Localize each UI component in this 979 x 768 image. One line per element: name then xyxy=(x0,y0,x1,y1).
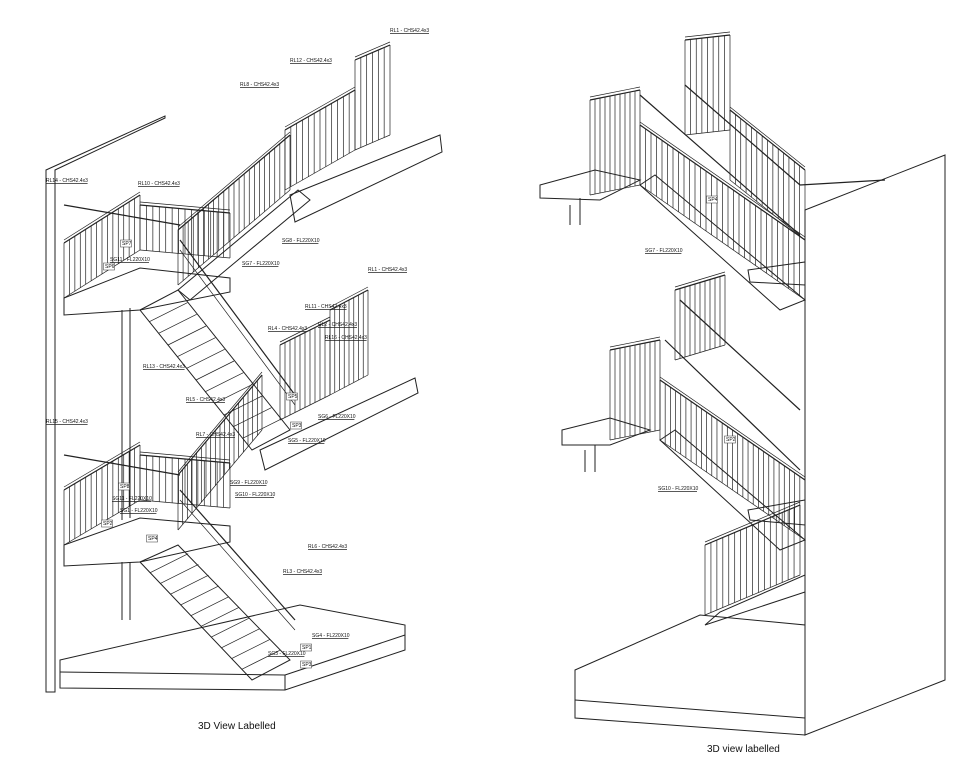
callout-label: SP2 xyxy=(103,521,113,527)
callout-label: RL2 - CHS42.4x3 xyxy=(318,322,357,328)
left-view-caption: 3D View Labelled xyxy=(198,721,276,732)
callout-label: RL11 - CHS42.4x3 xyxy=(305,304,347,310)
callout-label: SG8 - FL220X10 xyxy=(282,238,320,244)
callout-label: SP3 xyxy=(292,423,302,429)
callout-label: RL12 - CHS42.4x3 xyxy=(290,58,332,64)
callout-label: SG4 - FL220X10 xyxy=(312,633,350,639)
right-3d-view xyxy=(539,31,946,736)
callout-label: SG11 - FL220X10 xyxy=(110,257,150,263)
callout-label: SP2 xyxy=(726,437,736,443)
callout-label: RL1 - CHS42.4x3 xyxy=(368,267,407,273)
callout-label: RL14 - CHS42.4x3 xyxy=(46,178,88,184)
callout-label: SG9 - FL220X10 xyxy=(230,480,268,486)
callout-label: SG10 - FL220X10 xyxy=(235,492,276,498)
callout-label: RL15 - CHS42.4x3 xyxy=(46,419,88,425)
callout-label: SP6 xyxy=(105,264,115,270)
callout-label: SP4 xyxy=(148,536,158,542)
callout-label: SG6 - FL220X10 xyxy=(318,414,356,420)
callout-label: SP4 xyxy=(708,197,718,203)
callout-label: RL1 - CHS42.4x3 xyxy=(390,28,429,34)
callout-label: SG5 - FL220X10 xyxy=(288,438,326,444)
callout-label: RL8 - CHS42.4x3 xyxy=(240,82,279,88)
callout-label: SP1 xyxy=(302,645,312,651)
callout-label: SG7 - FL220X10 xyxy=(242,261,280,267)
callout-label: SG10 - FL220X10 xyxy=(658,486,699,492)
left-3d-view xyxy=(45,41,443,693)
right-view-caption: 3D view labelled xyxy=(707,744,780,755)
callout-label: SG11 - FL220X10 xyxy=(112,496,152,502)
callout-label: SG1 - FL220X10 xyxy=(120,508,158,514)
callout-label: SP7 xyxy=(122,241,132,247)
callout-label: RL13 - CHS42.4x3 xyxy=(143,364,185,370)
callout-label: RL3 - CHS42.4x3 xyxy=(283,569,322,575)
callout-label: RL5 - CHS42.4x3 xyxy=(186,397,225,403)
callout-label: SG7 - FL220X10 xyxy=(645,248,683,254)
callout-label: SP8 xyxy=(120,484,130,490)
callout-label: RL16 - CHS42.4x3 xyxy=(325,335,367,341)
callout-label: RL4 - CHS42.4x3 xyxy=(268,326,307,332)
callout-label: SP3 xyxy=(302,662,312,668)
callout-label: SG3 - FL220X10 xyxy=(268,651,306,657)
callout-label: RL6 - CHS42.4x3 xyxy=(308,544,347,550)
callout-label: RL10 - CHS42.4x3 xyxy=(138,181,180,187)
callout-label: RL7 - CHS42.4x3 xyxy=(196,432,235,438)
callout-label: SP5 xyxy=(288,394,298,400)
